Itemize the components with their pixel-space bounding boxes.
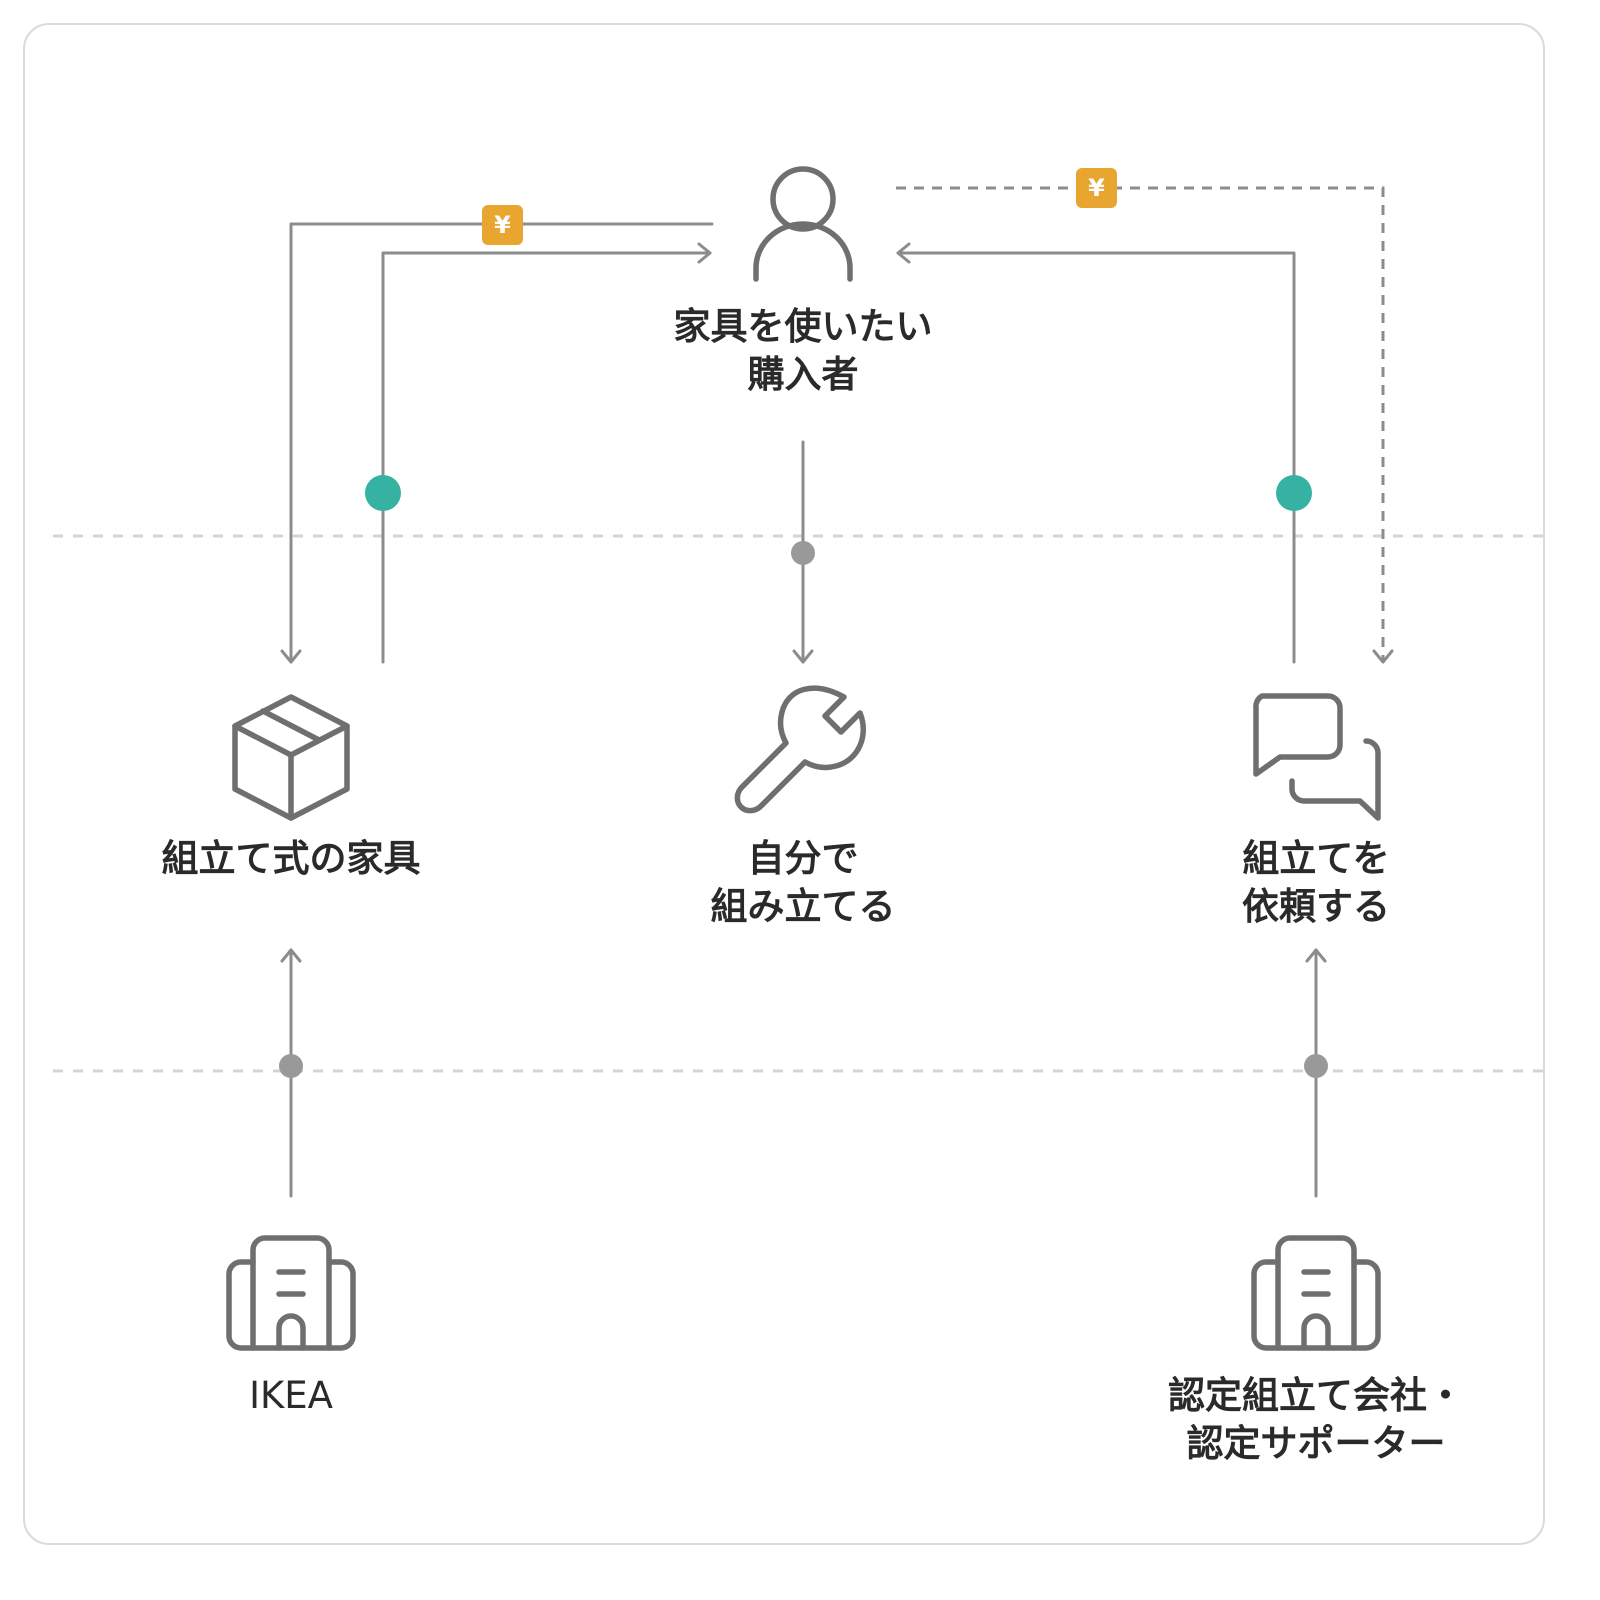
person-icon <box>753 166 853 282</box>
yen-badge-request: ¥ <box>1076 168 1117 208</box>
arrowhead-down-self-assembly <box>792 649 814 664</box>
arrowhead-up-request <box>1305 948 1327 963</box>
ikea-label-line-1: IKEA <box>249 1374 333 1417</box>
buyer-label: 家具を使いたい 購入者 <box>674 303 933 399</box>
yen-badge-furniture: ¥ <box>482 205 523 245</box>
self-assembly-label-line-2: 組み立てる <box>710 885 896 928</box>
building-icon-assembler <box>1251 1235 1381 1351</box>
arrowhead-right-buyer <box>697 242 712 264</box>
chat-bubbles-icon <box>1253 693 1381 821</box>
request-assembly-label-line-1: 組立てを <box>1242 837 1390 880</box>
gray-dot-assembler <box>1304 1054 1328 1078</box>
arrowhead-left-buyer <box>896 242 911 264</box>
arrowhead-down-request <box>1372 649 1394 664</box>
self-assembly-label: 自分で 組み立てる <box>711 835 896 931</box>
teal-dot-left <box>365 475 401 511</box>
delivery-line-to-buyer <box>381 251 712 664</box>
furniture-label: 組立て式の家具 <box>162 835 421 883</box>
ikea-label: IKEA <box>249 1372 333 1420</box>
assembler-label-line-2: 認定サポーター <box>1186 1422 1446 1465</box>
payment-line-to-furniture <box>289 222 714 664</box>
request-assembly-label: 組立てを 依頼する <box>1242 835 1390 931</box>
gray-dot-ikea <box>279 1054 303 1078</box>
service-line-to-buyer <box>896 251 1296 664</box>
assembler-label: 認定組立て会社・ 認定サポーター <box>1168 1372 1464 1468</box>
building-icon-ikea <box>226 1235 356 1351</box>
assembler-label-line-1: 認定組立て会社・ <box>1168 1374 1464 1417</box>
arrowhead-down-furniture <box>280 649 302 664</box>
teal-dot-right <box>1276 475 1312 511</box>
wrench-icon <box>734 685 866 814</box>
yen-symbol-furniture: ¥ <box>494 211 511 239</box>
request-assembly-label-line-2: 依頼する <box>1242 885 1390 928</box>
arrowhead-up-furniture <box>280 948 302 963</box>
box-icon <box>232 694 350 821</box>
buyer-label-line-1: 家具を使いたい <box>673 305 933 348</box>
furniture-label-line-1: 組立て式の家具 <box>161 837 421 880</box>
yen-symbol-request: ¥ <box>1088 174 1105 202</box>
payment-line-to-request-dashed <box>896 186 1385 662</box>
buyer-label-line-2: 購入者 <box>747 353 859 396</box>
self-assembly-label-line-1: 自分で <box>747 837 859 880</box>
gray-dot-center <box>791 541 815 565</box>
